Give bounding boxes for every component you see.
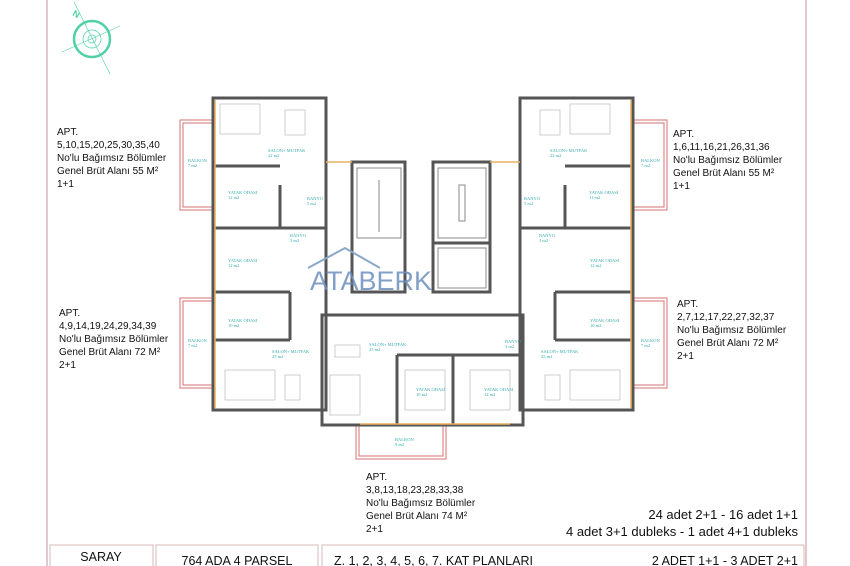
project-name: SARAY: [80, 550, 122, 564]
svg-text:ATABERK: ATABERK: [310, 266, 432, 296]
stairs: [356, 167, 487, 289]
apartment-info-line: No'lu Bağımsız Bölümler: [366, 498, 476, 509]
furniture: [219, 103, 621, 416]
plan-unit-count: 2 ADET 1+1 - 3 ADET 2+1: [652, 554, 798, 566]
apartment-info-line: APT.: [57, 127, 78, 138]
apartment-info-line: No'lu Bağımsız Bölümler: [59, 334, 169, 345]
apartment-info-line: APT.: [673, 129, 694, 140]
apartment-info-line: Genel Brüt Alanı 55 M²: [673, 168, 775, 179]
svg-text:N: N: [71, 8, 82, 20]
apartment-info-line: 4,9,14,19,24,29,34,39: [59, 321, 157, 332]
unit-summary-line-1: 24 adet 2+1 - 16 adet 1+1: [648, 507, 798, 522]
apartment-info-line: 3,8,13,18,23,28,33,38: [366, 485, 464, 496]
unit-summary-line-2: 4 adet 3+1 dubleks - 1 adet 4+1 dubleks: [566, 524, 799, 539]
apartment-info-line: APT.: [366, 472, 387, 483]
watermark-logo: ATABERK: [307, 246, 432, 296]
apartment-info-line: APT.: [677, 299, 698, 310]
walls: [211, 96, 635, 427]
apartment-info-line: No'lu Bağımsız Bölümler: [677, 325, 787, 336]
apartment-info-line: Genel Brüt Alanı 74 M²: [366, 511, 468, 522]
compass-icon: N: [61, 1, 121, 75]
parcel-number: 764 ADA 4 PARSEL: [182, 554, 293, 566]
apartment-info-line: Genel Brüt Alanı 55 M²: [57, 166, 159, 177]
apartment-info-line: No'lu Bağımsız Bölümler: [57, 153, 167, 164]
apartment-info-line: No'lu Bağımsız Bölümler: [673, 155, 783, 166]
apartment-info-line: 1+1: [673, 181, 690, 192]
apartment-info-line: 5,10,15,20,25,30,35,40: [57, 140, 160, 151]
apartment-info-line: 2+1: [59, 360, 76, 371]
apartment-info-line: Genel Brüt Alanı 72 M²: [59, 347, 161, 358]
apartment-info-line: Genel Brüt Alanı 72 M²: [677, 338, 779, 349]
apartment-info-line: APT.: [59, 308, 80, 319]
apartment-info-line: 1+1: [57, 179, 74, 190]
title-block: [49, 544, 805, 566]
apartment-info-line: 2+1: [677, 351, 694, 362]
apartment-info-line: 2+1: [366, 524, 383, 535]
plan-title: Z. 1, 2, 3, 4, 5, 6, 7. KAT PLANLARI: [334, 554, 533, 566]
windows: [214, 100, 632, 425]
apartment-info-line: 1,6,11,16,21,26,31,36: [673, 142, 770, 153]
apartment-info-line: 2,7,12,17,22,27,32,37: [677, 312, 775, 323]
